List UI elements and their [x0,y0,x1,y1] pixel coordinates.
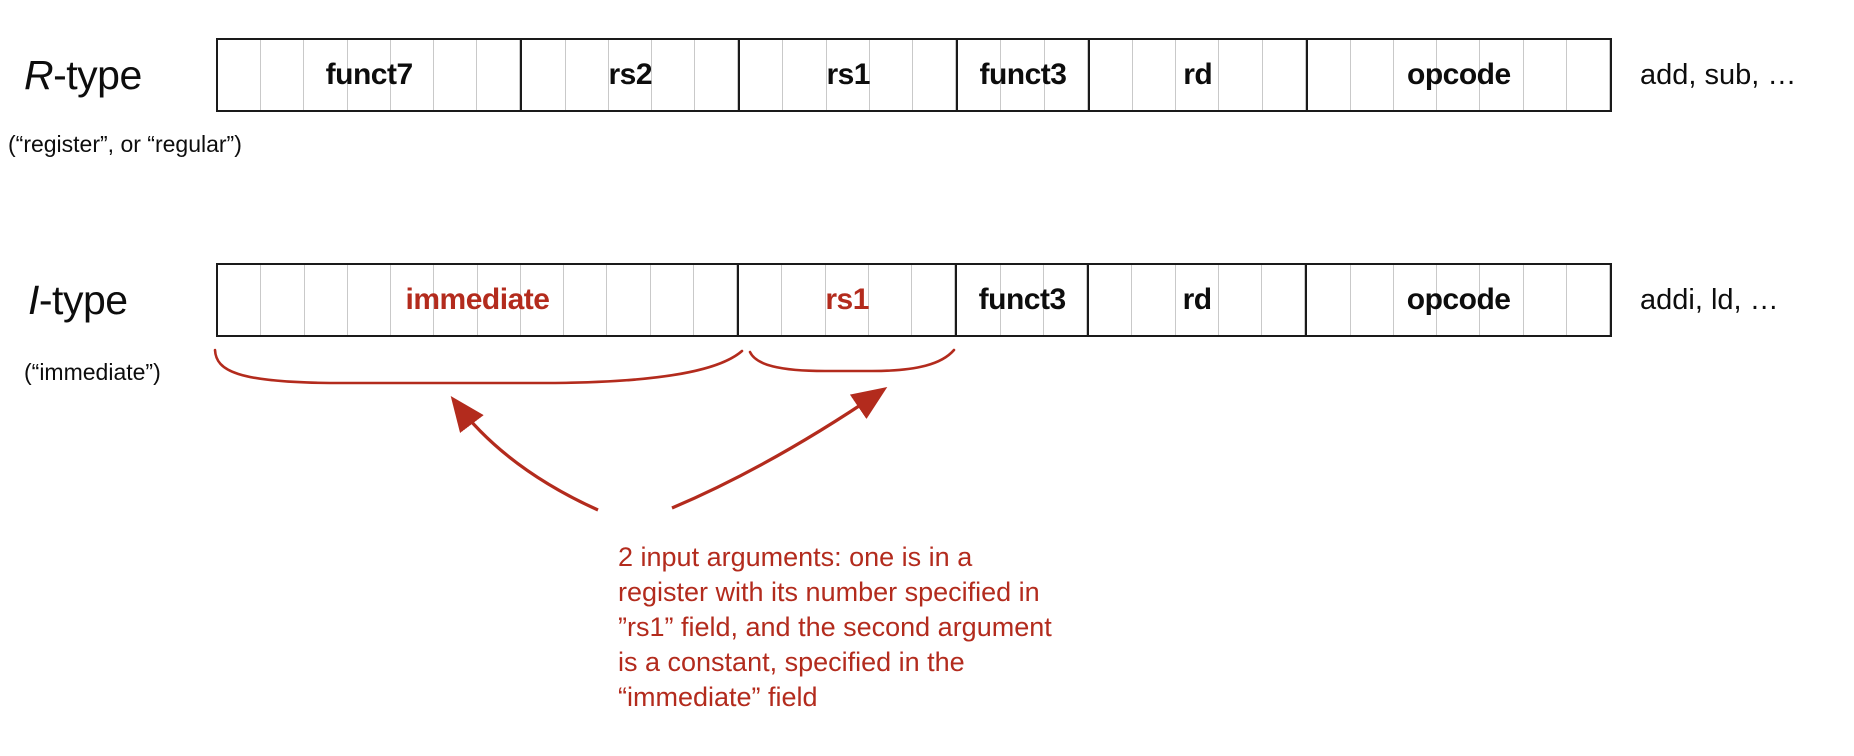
rtype-row-label: R-type [24,38,142,112]
field-r-type-funct7: funct7 [218,40,521,110]
field-r-type-rd: rd [1087,40,1306,110]
bit-cell [218,40,262,110]
bit-cell [1394,40,1438,110]
field-i-type-rs1: rs1 [737,265,956,335]
bit-cell [348,265,391,335]
bit-cell [304,40,348,110]
bit-cell [958,40,1002,110]
annotation-line: is a constant, specified in the [618,647,965,677]
bit-cell [1262,265,1306,335]
bit-cell [1133,40,1177,110]
bit-cell [522,40,566,110]
rs1-brace [748,348,956,373]
bit-cell [609,40,652,110]
itype-label-suffix: -type [38,276,128,323]
bit-cell [261,265,305,335]
arrow-to-rs1 [671,387,888,510]
bit-cell [261,40,305,110]
bit-cell [740,40,784,110]
bit-cell [1045,40,1088,110]
bit-cell [1307,265,1351,335]
bit-cell [564,265,608,335]
bit-cell [1524,40,1567,110]
annotation-line: “immediate” field [618,682,818,712]
field-i-type-rd: rd [1087,265,1306,335]
bit-cell [912,265,956,335]
annotation-line: register with its number specified in [618,577,1040,607]
bit-cell [1001,265,1044,335]
annotation-line: 2 input arguments: one is in a [618,542,973,572]
rtype-label-suffix: -type [53,51,142,98]
bit-cell [218,265,262,335]
bit-cell [870,40,913,110]
bit-cell [1437,40,1481,110]
bit-cell [1219,265,1262,335]
itype-label-italic-letter: I [28,276,39,323]
bit-cell [607,265,651,335]
bit-cell [957,265,1001,335]
bit-cell [566,40,609,110]
bit-cell [826,265,869,335]
bit-cell [1176,40,1220,110]
bit-cell [1001,40,1045,110]
bit-cell [391,265,435,335]
bit-cell [478,265,521,335]
bit-cell [695,40,739,110]
bit-cell [1567,40,1610,110]
annotation-text: 2 input arguments: one is in a register … [618,540,1052,715]
bit-cell [348,40,391,110]
bit-cell [1089,265,1133,335]
bit-cell [1351,265,1394,335]
bit-cell [1524,265,1567,335]
bit-cell [521,265,564,335]
annotation-line: ”rs1” field, and the second argument [618,612,1052,642]
bit-cell [305,265,348,335]
field-i-type-opcode: opcode [1305,265,1610,335]
arrow-to-immediate [450,395,599,512]
bit-cell [1480,40,1524,110]
bit-cell [1351,40,1395,110]
itype-caption: (“immediate”) [24,359,161,385]
bit-cell [1219,40,1263,110]
bit-cell [913,40,957,110]
bit-cell [782,265,826,335]
bit-cell [1394,265,1437,335]
bit-cell [434,40,478,110]
field-r-type-rs1: rs1 [738,40,957,110]
rtype-caption: (“register”, or “regular”) [8,131,242,157]
rtype-examples: add, sub, … [1640,58,1797,91]
field-r-type-rs2: rs2 [520,40,739,110]
field-r-type-opcode: opcode [1305,40,1610,110]
bit-cell [1567,265,1610,335]
bit-cell [1308,40,1351,110]
bit-cell [1437,265,1481,335]
bit-cell [1176,265,1219,335]
bit-cell [694,265,737,335]
bit-cell [434,265,478,335]
field-i-type-funct3: funct3 [955,265,1087,335]
bit-cell [1044,265,1087,335]
bit-cell [739,265,783,335]
immediate-brace [213,348,744,385]
bit-cell [477,40,521,110]
bit-cell [1090,40,1133,110]
bit-cell [869,265,912,335]
rtype-label-italic-letter: R [24,51,54,98]
bit-cell [651,265,694,335]
itype-examples: addi, ld, … [1640,283,1779,316]
itype-row-label: I-type [28,263,128,337]
bit-cell [827,40,870,110]
bit-cell [1132,265,1176,335]
bit-cell [1480,265,1524,335]
bit-cell [1263,40,1306,110]
field-r-type-funct3: funct3 [956,40,1088,110]
field-i-type-immediate: immediate [218,265,737,335]
bit-cell [783,40,827,110]
bit-cell [391,40,434,110]
bit-cell [652,40,696,110]
